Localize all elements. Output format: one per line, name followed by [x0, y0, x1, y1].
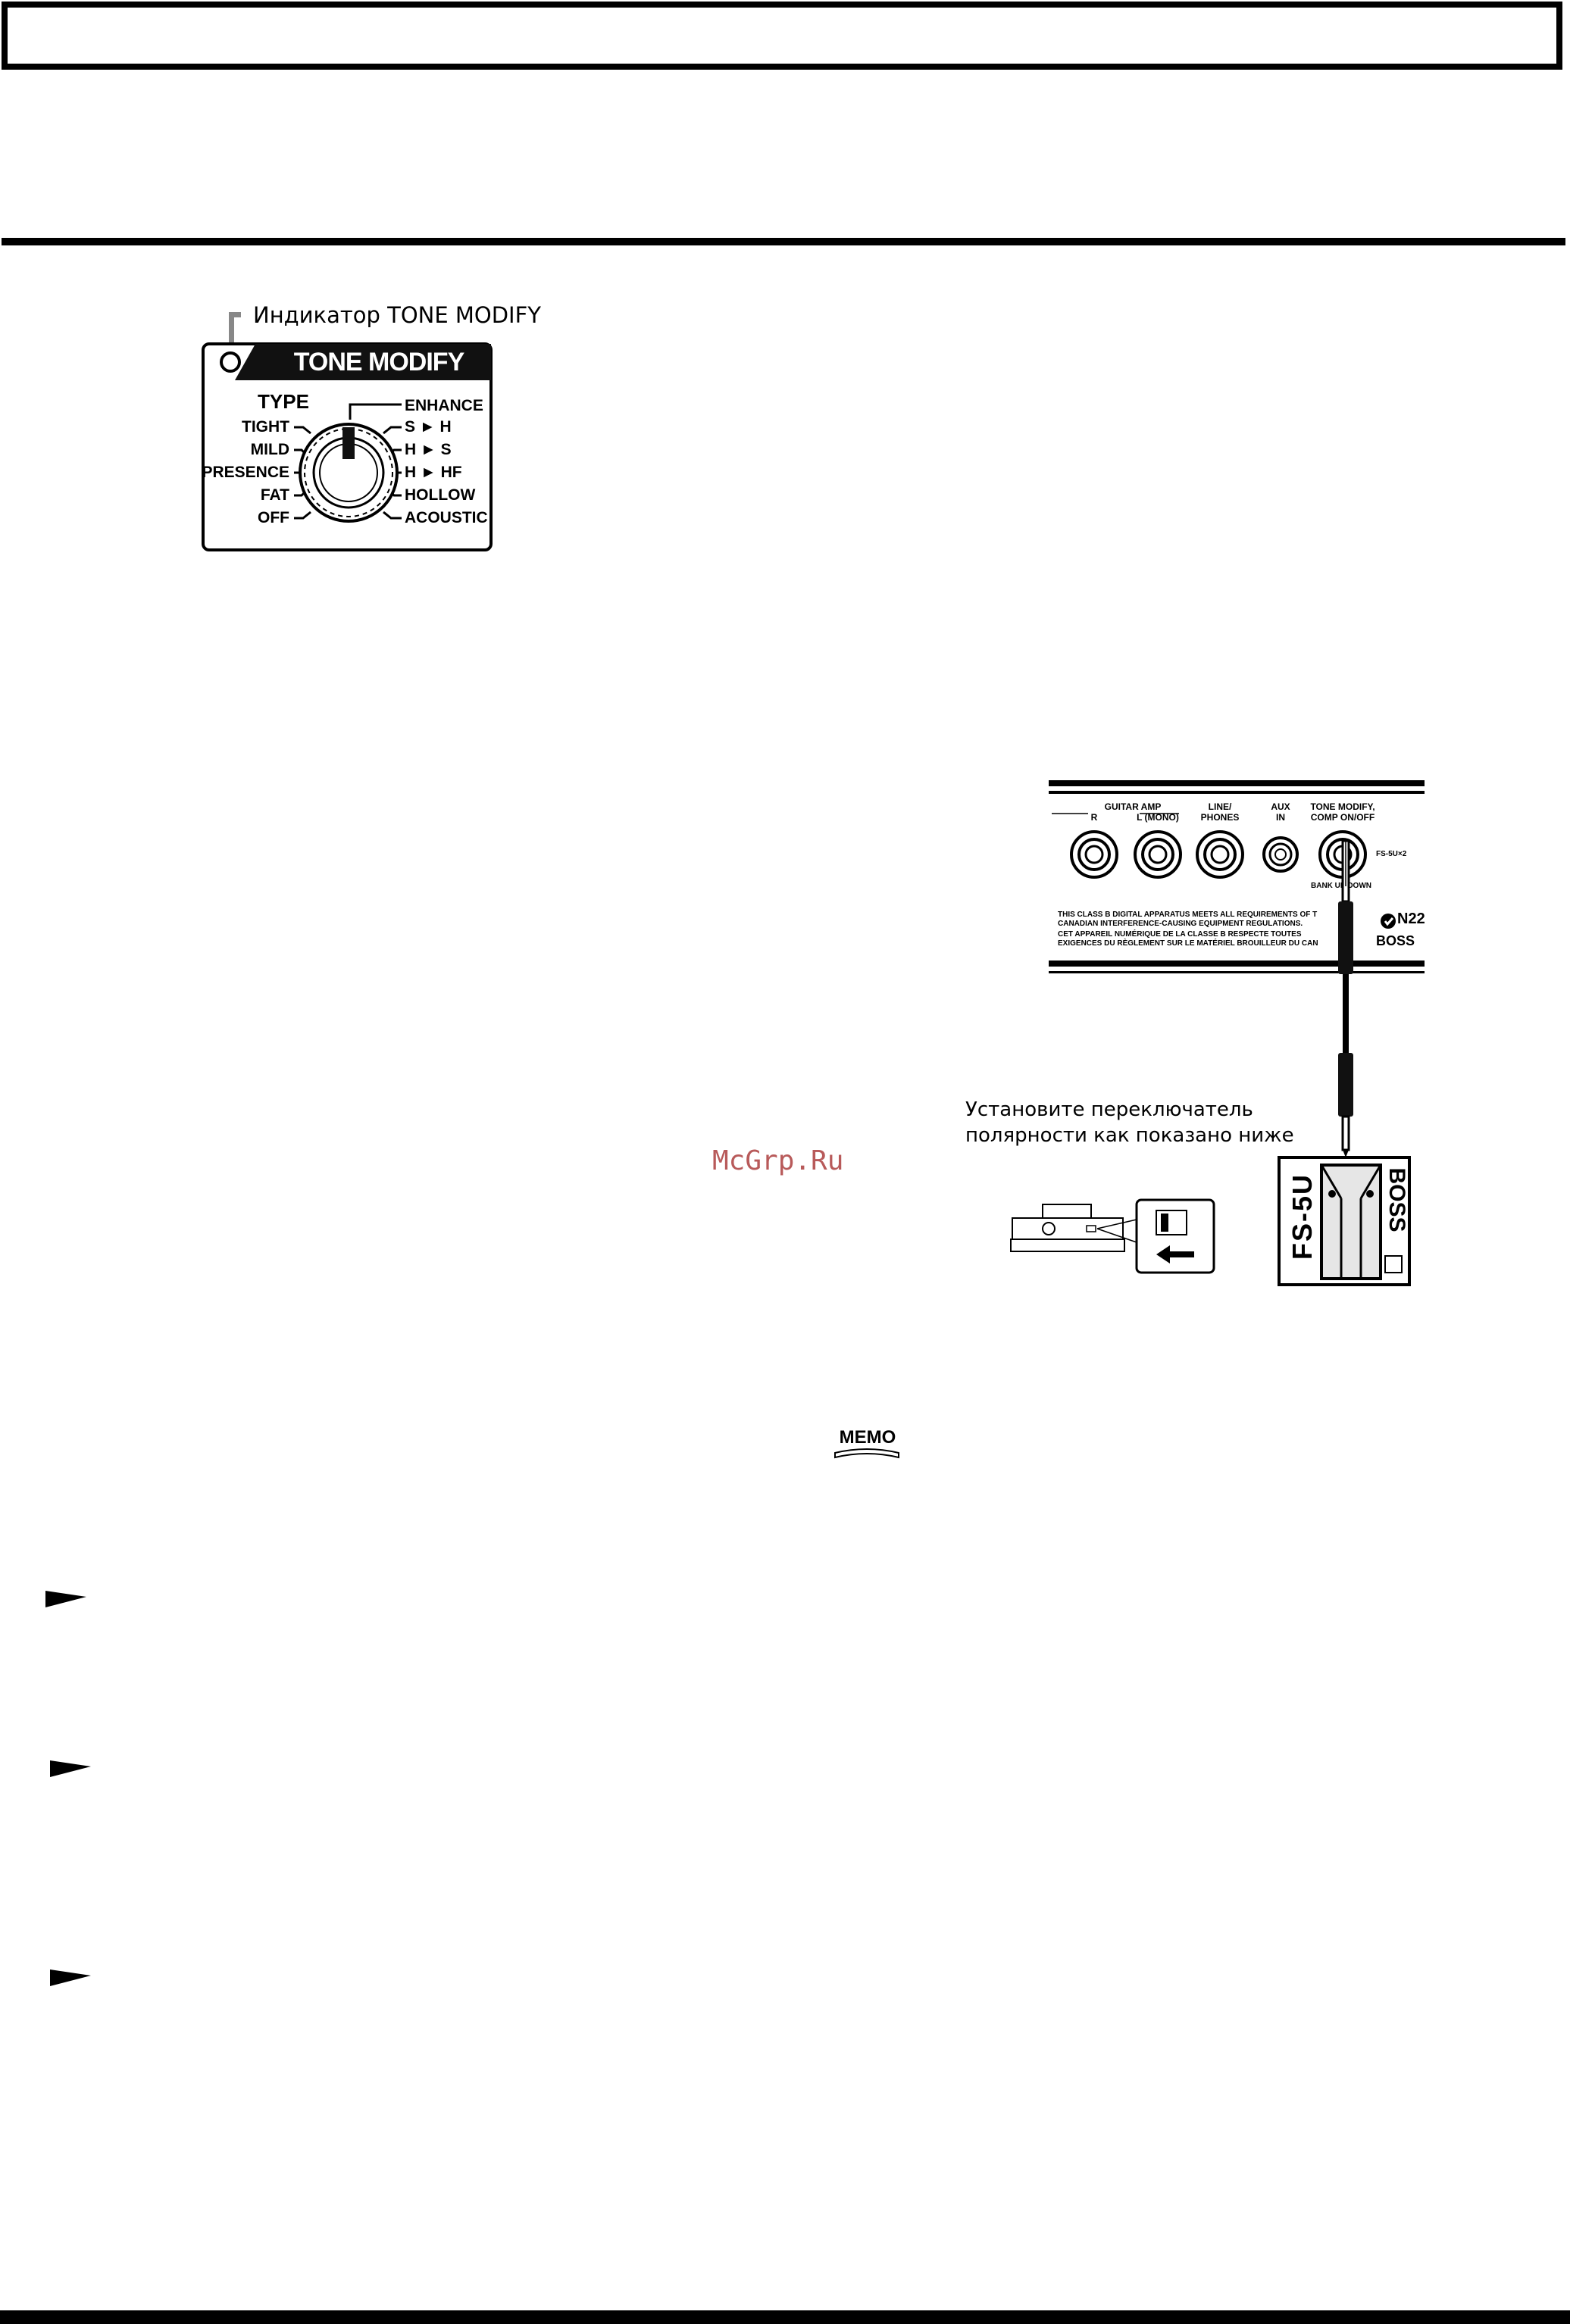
indicator-lead-line — [229, 312, 241, 353]
reference-arrow-icon — [45, 1591, 86, 1607]
fs-5u-x2-label: FS-5U×2 — [1376, 850, 1407, 858]
polarity-caption: Установите переключатель полярности как … — [965, 1097, 1294, 1148]
watermark: McGrp.Ru — [712, 1145, 844, 1176]
knob-position-enhance: ENHANCE — [405, 397, 483, 414]
jack-l-mono-label: L (MONO) — [1137, 812, 1179, 823]
line-phones-label-1: LINE/ — [1208, 801, 1232, 812]
bank-up-down-label: BANK UP/DOWN — [1311, 882, 1371, 890]
polarity-switch-illustration — [1010, 1198, 1215, 1274]
compliance-line-1: THIS CLASS B DIGITAL APPARATUS MEETS ALL… — [1058, 911, 1318, 919]
knob-position-h-s: H ► S — [405, 441, 452, 458]
polarity-caption-line-2: полярности как показано ниже — [965, 1124, 1294, 1147]
top-rule — [2, 238, 1565, 245]
cert-mark-label: N22 — [1397, 911, 1425, 927]
knob-position-h-hf: H ► HF — [405, 464, 462, 481]
footswitch-brand-label: BOSS — [1384, 1167, 1409, 1232]
fs-5u-footswitch-icon — [1278, 1156, 1411, 1286]
compliance-line-4: EXIGENCES DU RÈGLEMENT SUR LE MATÉRIEL B… — [1058, 939, 1318, 948]
jack-r-label: R — [1090, 812, 1098, 823]
tone-comp-label-2: COMP ON/OFF — [1310, 812, 1375, 823]
knob-position-tight: TIGHT — [242, 418, 289, 436]
tone-modify-title: TONE MODIFY — [293, 348, 465, 376]
line-phones-label-2: PHONES — [1200, 812, 1240, 823]
reference-arrow-icon — [50, 1760, 91, 1777]
knob-position-off: OFF — [258, 509, 289, 526]
knob-position-hollow: HOLLOW — [405, 486, 476, 504]
tone-modify-knob-icon — [294, 403, 402, 523]
aux-in-label-1: AUX — [1271, 801, 1290, 812]
tone-modify-indicator-label: Индикатор TONE MODIFY — [253, 302, 542, 328]
tone-modify-led-icon — [220, 351, 241, 373]
aux-in-label-2: IN — [1276, 812, 1285, 823]
tone-comp-label-1: TONE MODIFY, — [1310, 801, 1375, 812]
guitar-amp-label: GUITAR AMP — [1104, 801, 1162, 812]
knob-position-mild: MILD — [250, 441, 289, 458]
memo-icon: MEMO — [830, 1426, 903, 1459]
header-box — [2, 2, 1562, 70]
bottom-rule — [0, 2310, 1570, 2324]
memo-label: MEMO — [839, 1427, 896, 1448]
knob-position-fat: FAT — [260, 486, 289, 504]
footswitch-model-label: FS-5U — [1287, 1173, 1318, 1260]
tone-modify-banner — [235, 344, 491, 380]
type-label: TYPE — [258, 390, 309, 413]
compliance-line-2: CANADIAN INTERFERENCE-CAUSING EQUIPMENT … — [1058, 920, 1303, 928]
polarity-caption-line-1: Установите переключатель — [965, 1098, 1253, 1121]
knob-position-acoustic: ACOUSTIC — [405, 509, 488, 526]
knob-position-s-h: S ► H — [405, 418, 452, 436]
cable-icon — [1338, 841, 1353, 1157]
knob-position-presence: PRESENCE — [202, 464, 289, 481]
rear-panel-brand: BOSS — [1376, 933, 1415, 948]
reference-arrow-icon — [50, 1969, 91, 1986]
compliance-line-3: CET APPAREIL NUMÉRIQUE DE LA CLASSE B RE… — [1058, 930, 1302, 939]
